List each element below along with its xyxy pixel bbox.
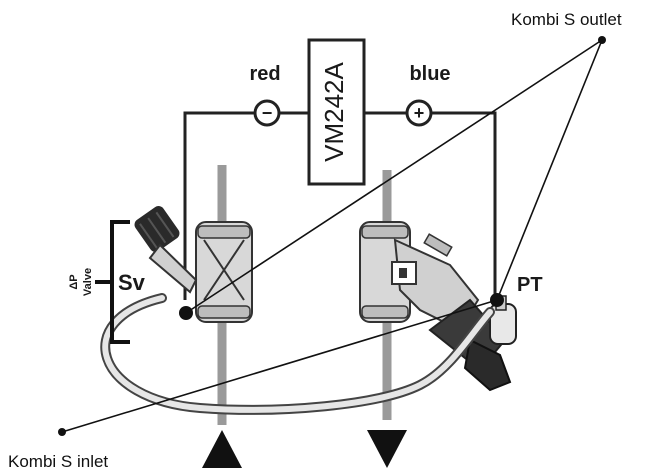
inlet-callout-line <box>61 299 498 433</box>
outlet-callout-dot <box>598 36 606 44</box>
flow-up-arrow <box>202 430 242 468</box>
dp-label: ΔP <box>68 274 80 289</box>
meter-model-label: VM242A <box>319 61 349 161</box>
blue-lead-label: blue <box>409 63 450 85</box>
kombi-s-inlet-label: Kombi S inlet <box>8 452 109 471</box>
sv-label: Sv <box>118 270 146 295</box>
meter-box <box>307 38 366 186</box>
positive-terminal <box>405 99 433 127</box>
outlet-callout-line-2 <box>496 39 603 301</box>
dp-valve-bracket <box>95 220 130 344</box>
negative-terminal <box>253 99 281 127</box>
positive-terminal-symbol: + <box>414 103 425 123</box>
flow-down-arrow <box>367 430 407 468</box>
inlet-callout-dot <box>58 428 66 436</box>
dp-valve-knob <box>134 206 198 294</box>
kombi-s-outlet-label: Kombi S outlet <box>511 10 622 29</box>
outlet-callout-line <box>185 39 603 314</box>
negative-terminal-symbol: − <box>262 103 273 123</box>
pt-label: PT <box>517 274 543 296</box>
red-lead-label: red <box>249 63 280 85</box>
supply-valve <box>195 221 253 323</box>
valve-label: Valve <box>82 268 94 296</box>
balancing-valve <box>359 221 480 332</box>
